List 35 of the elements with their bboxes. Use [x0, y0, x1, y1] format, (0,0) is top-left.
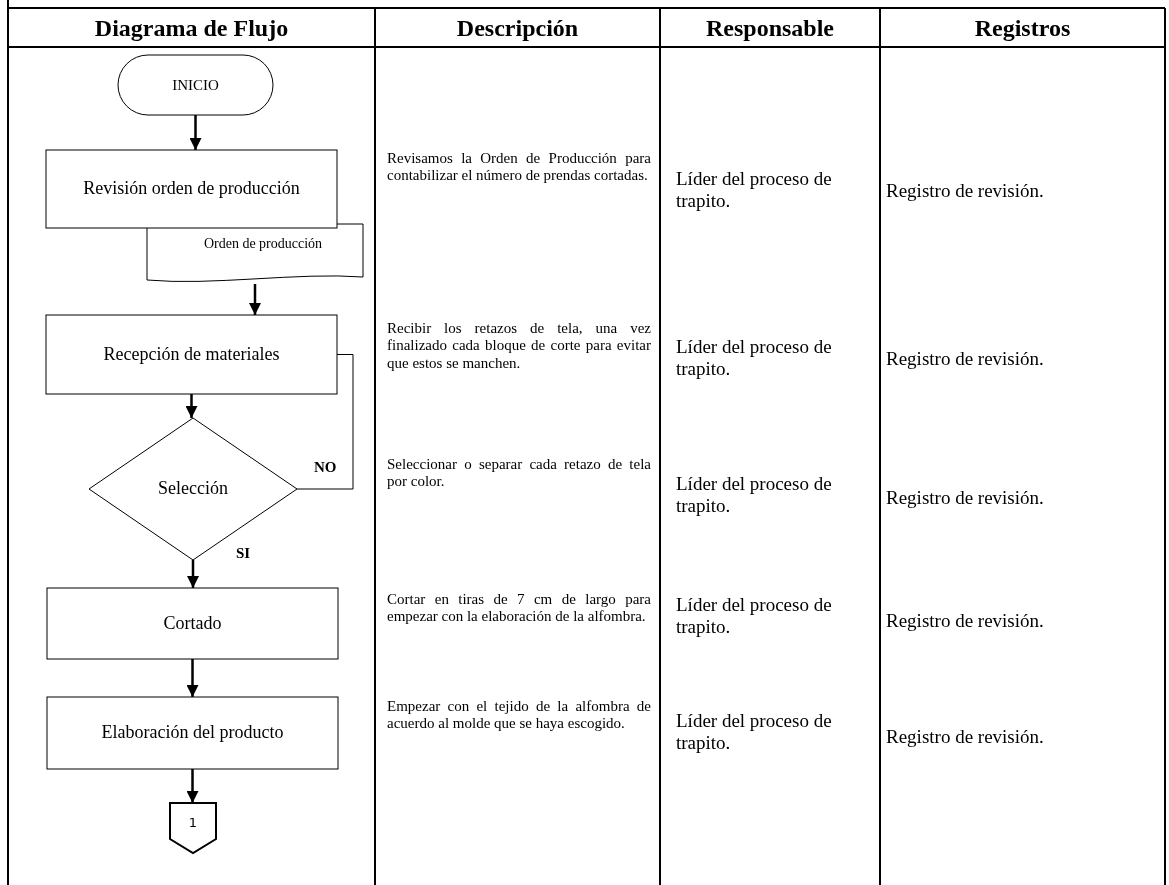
- description-text: Revisamos la Orden de Producción para contabilizar el número de prendas cortadas.: [387, 150, 651, 185]
- column-header: Responsable: [705, 14, 835, 43]
- arrow: [186, 769, 199, 803]
- column-header: Descripción: [455, 14, 580, 43]
- record-text: Registro de revisión.: [886, 348, 1045, 370]
- responsible-text: Líder del proceso de trapito.: [676, 710, 833, 754]
- record-text: Registro de revisión.: [886, 180, 1045, 202]
- arrow: [187, 560, 199, 588]
- description-text: Empezar con el tejido de la alfombra de acuerdo al molde que se haya escogido.: [387, 698, 651, 733]
- edge-label: SI: [234, 546, 253, 561]
- edge-label: NO: [312, 460, 339, 475]
- column-header: Diagrama de Flujo: [93, 14, 290, 43]
- document-shape: Orden de producción: [147, 224, 363, 284]
- column-header: Registros: [973, 14, 1072, 43]
- description-text: Seleccionar o separar cada retazo de tela por color.: [387, 456, 651, 491]
- process-box: Revisión orden de producción: [46, 150, 337, 228]
- record-text: Registro de revisión.: [886, 610, 1045, 632]
- start-terminal: INICIO: [118, 55, 273, 115]
- arrow: [186, 659, 199, 697]
- process-box: Elaboración del producto: [47, 697, 338, 769]
- arrow: [185, 394, 198, 418]
- record-text: Registro de revisión.: [886, 726, 1045, 748]
- responsible-text: Líder del proceso de trapito.: [676, 473, 833, 517]
- arrow: [249, 284, 261, 315]
- connector-line: [296, 354, 354, 490]
- off-page-connector: 1: [170, 803, 216, 853]
- process-box: Cortado: [47, 588, 338, 659]
- description-text: Recibir los retazos de tela, una vez finalizado cada bloque de corte para evitar que estos se manchen.: [387, 320, 651, 372]
- responsible-text: Líder del proceso de trapito.: [676, 594, 833, 638]
- arrow: [189, 115, 202, 150]
- responsible-text: Líder del proceso de trapito.: [676, 168, 833, 212]
- process-box: Recepción de materiales: [46, 315, 337, 394]
- record-text: Registro de revisión.: [886, 487, 1045, 509]
- responsible-text: Líder del proceso de trapito.: [676, 336, 833, 380]
- description-text: Cortar en tiras de 7 cm de largo para empezar con la elaboración de la alfombra.: [387, 591, 651, 626]
